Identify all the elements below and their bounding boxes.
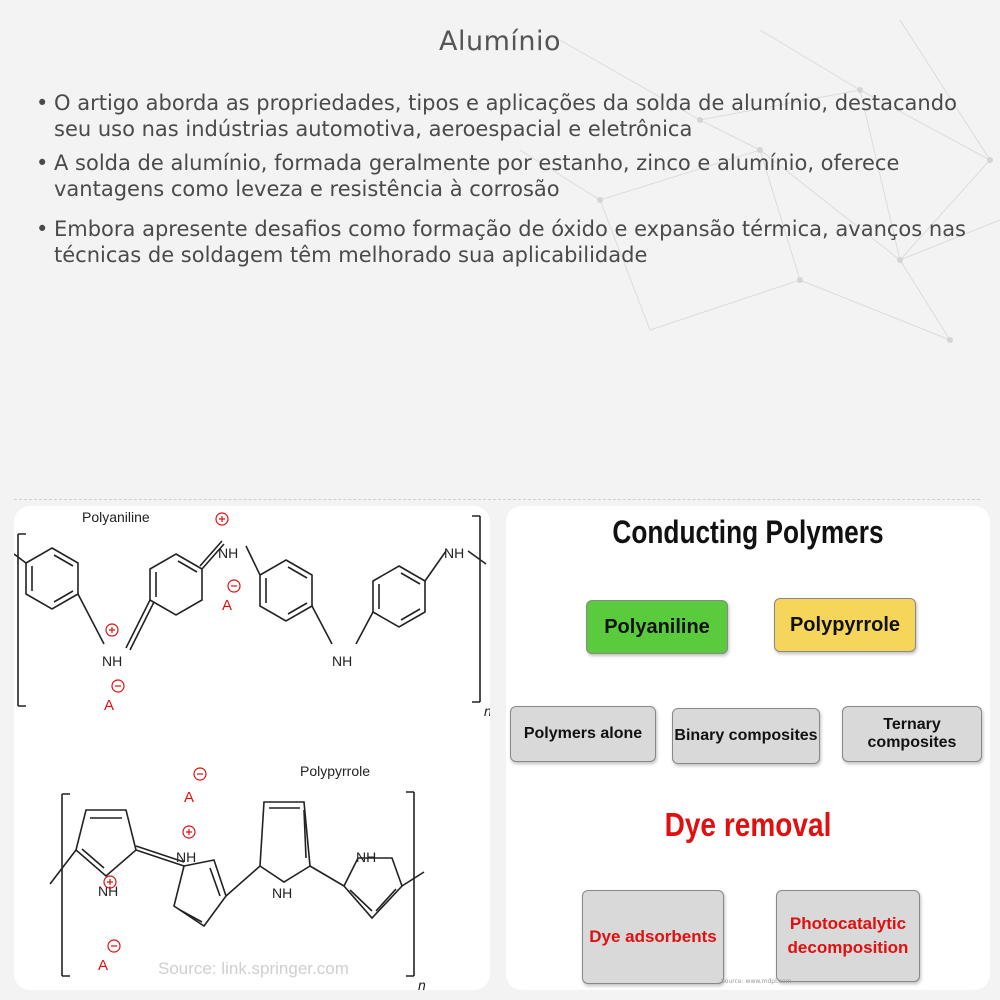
bullet-text: O artigo aborda as propriedades, tipos e… <box>54 91 957 141</box>
conducting-polymers-card: Conducting Polymers Polyaniline Polypyrr… <box>506 506 990 990</box>
dye-removal-title: Dye removal <box>664 806 832 843</box>
binary-composites-box: Binary composites <box>672 708 820 764</box>
bullet-item: •O artigo aborda as propriedades, tipos … <box>34 90 974 142</box>
positive-charge-icon <box>215 512 229 526</box>
negative-charge-icon <box>107 939 121 953</box>
source-watermark: Source: link.springer.com <box>158 959 349 978</box>
plus-icon <box>186 829 192 835</box>
anion-label-1: A <box>222 597 232 614</box>
bullet-text: Embora apresente desafios como formação … <box>54 217 967 267</box>
subscript-n-1: n <box>484 703 490 719</box>
negative-charge-icon <box>227 579 241 593</box>
conducting-polymers-title: Conducting Polymers <box>612 514 884 550</box>
positive-charge-icon <box>105 623 119 637</box>
negative-charge-icon <box>193 767 207 781</box>
bullet-dot: • <box>36 217 49 241</box>
bullet-text: A solda de alumínio, formada geralmente … <box>54 151 900 201</box>
plus-icon <box>219 516 225 522</box>
polyaniline-box: Polyaniline <box>586 600 728 654</box>
photocatalytic-box: Photocatalytic decomposition <box>776 890 920 982</box>
polymer-structures-card: Polyaniline NH NH NH NH n A A <box>14 506 490 990</box>
nh-label-3: NH <box>332 653 352 669</box>
anion-label-2: A <box>104 697 114 714</box>
nh-label-1: NH <box>102 653 122 669</box>
nh-label-7: NH <box>272 885 292 901</box>
anion-label-4: A <box>98 957 108 974</box>
bullet-list: •O artigo aborda as propriedades, tipos … <box>34 90 974 274</box>
polypyrrole-label: Polypyrrole <box>300 763 370 779</box>
nh-label-8: NH <box>356 849 376 865</box>
bullet-dot: • <box>36 151 49 175</box>
bullet-item: •A solda de alumínio, formada geralmente… <box>34 150 974 202</box>
positive-charge-icon <box>103 875 117 889</box>
bullet-item: •Embora apresente desafios como formação… <box>34 216 974 268</box>
positive-charge-icon <box>182 825 196 839</box>
nh-label-4: NH <box>444 545 464 561</box>
polyaniline-label: Polyaniline <box>82 509 150 525</box>
polymer-structures-diagram: Polyaniline NH NH NH NH n A A <box>14 509 490 990</box>
subscript-n-2: n <box>418 977 426 990</box>
negative-charge-icon <box>111 679 125 693</box>
polymers-alone-box: Polymers alone <box>510 706 656 762</box>
nh-label-6: NH <box>176 849 196 865</box>
bullet-dot: • <box>36 91 49 115</box>
plus-icon <box>109 627 115 633</box>
ternary-composites-box: Ternary composites <box>842 706 982 762</box>
plus-icon <box>107 879 113 885</box>
page-title: Alumínio <box>438 26 562 57</box>
polypyrrole-box: Polypyrrole <box>774 598 916 652</box>
section-divider <box>14 499 980 500</box>
nh-label-2: NH <box>218 545 238 561</box>
dye-adsorbents-box: Dye adsorbents <box>582 890 724 984</box>
anion-label-3: A <box>184 789 194 806</box>
source-note: Source: www.mdpi.com <box>721 978 792 985</box>
background-network-pattern <box>519 19 1000 343</box>
